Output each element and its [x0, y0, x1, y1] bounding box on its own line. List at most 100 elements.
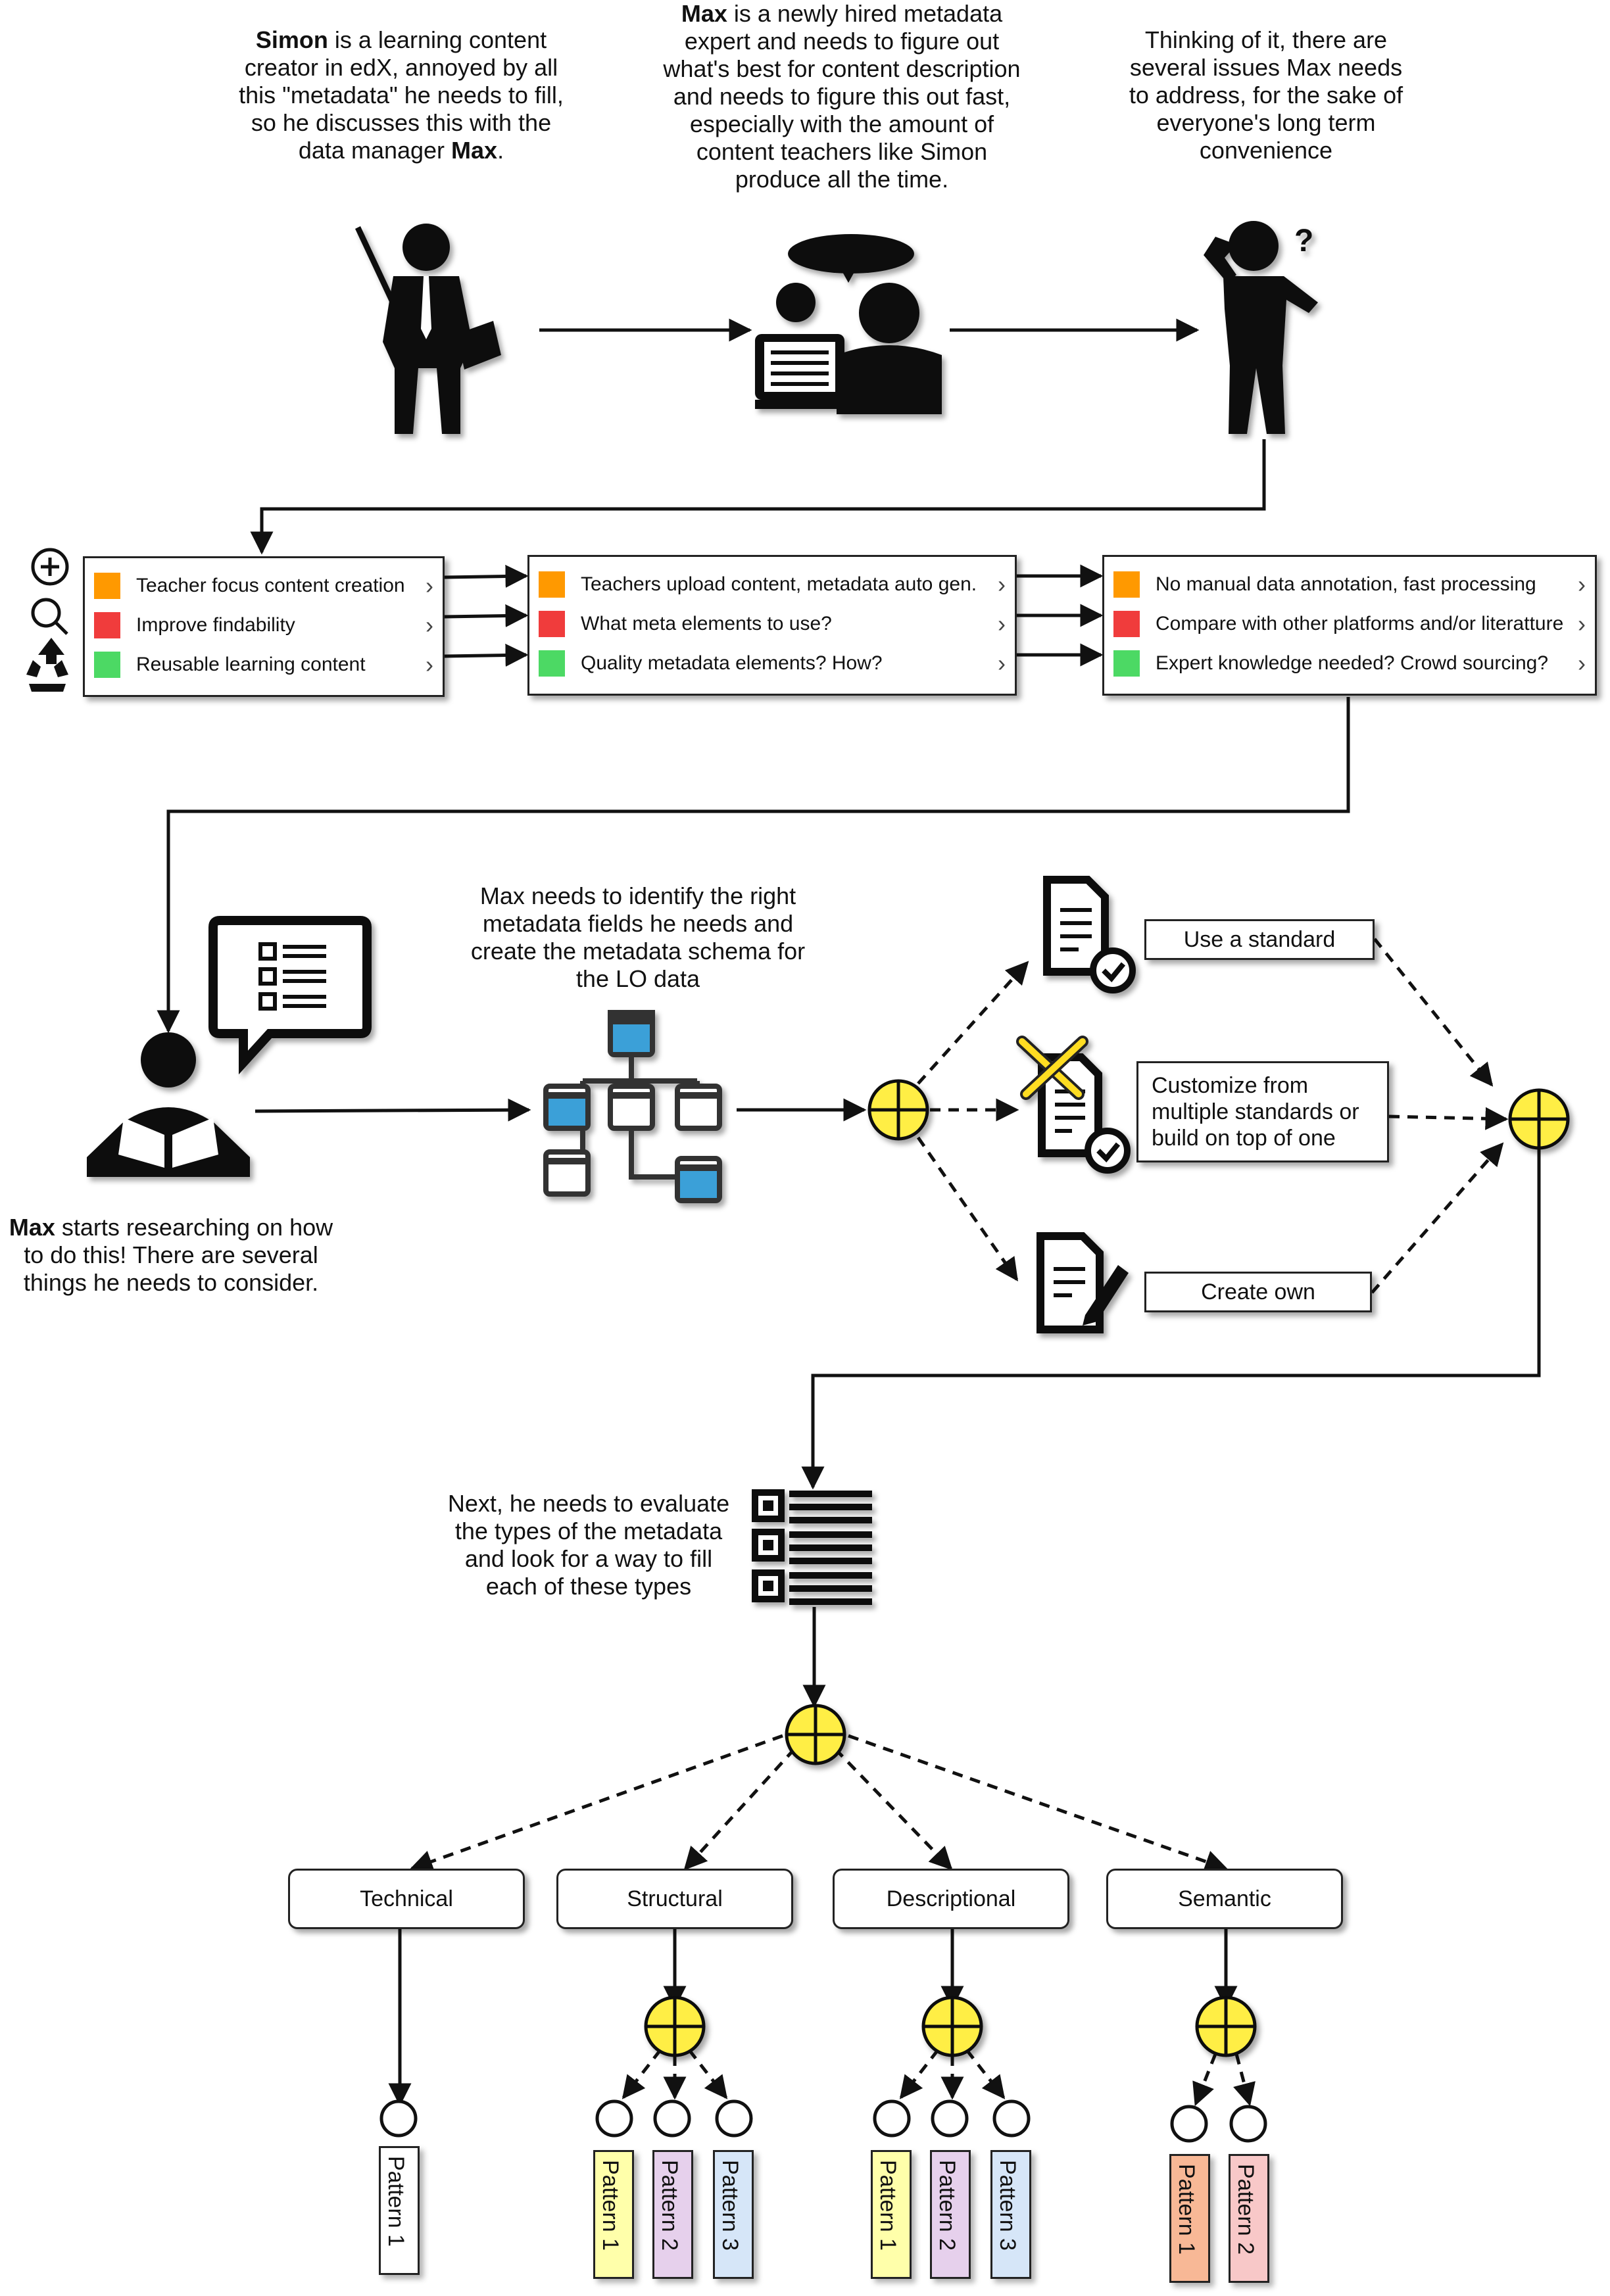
reader-icon: [87, 1032, 250, 1177]
gateway-split-schema: [867, 1079, 929, 1141]
endpoint-structural-1: [595, 2099, 633, 2138]
pattern-structural-3: Pattern 3: [713, 2150, 754, 2279]
arrow-structural-p3: [688, 2049, 728, 2099]
arrow-reader-to-schema: [255, 1098, 531, 1122]
option-customize: Customize from multiple standards or bui…: [1136, 1061, 1389, 1162]
chevron-right-icon[interactable]: ›: [1578, 650, 1586, 677]
chevron-right-icon[interactable]: ›: [998, 650, 1006, 677]
gateway-structural: [644, 1996, 706, 2057]
arrow-gateway-to-structural: [683, 1748, 796, 1871]
arrow-issues1-to-issues2-a: [444, 565, 529, 588]
story-schema: Max needs to identify the right metadata…: [470, 882, 806, 992]
story-simon: Simon is a learning content creator in e…: [239, 26, 564, 164]
issue-row[interactable]: What meta elements to use? ›: [529, 604, 1015, 644]
gateway-types: [785, 1704, 846, 1765]
pattern-descriptional-3: Pattern 3: [990, 2150, 1031, 2279]
story-evaluate: Next, he needs to evaluate the types of …: [447, 1490, 730, 1600]
arrow-own-to-join: [1371, 1142, 1504, 1294]
magnifier-icon: [31, 598, 68, 635]
issue-row[interactable]: Reusable learning content ›: [85, 645, 443, 684]
issue-row[interactable]: No manual data annotation, fast processi…: [1104, 565, 1595, 604]
issue-row[interactable]: Teacher focus content creation ›: [85, 566, 443, 606]
priority-marker: [94, 652, 120, 678]
arrow-issues1-to-issues2-c: [444, 644, 529, 667]
priority-marker: [94, 573, 120, 599]
pattern-structural-1: Pattern 1: [593, 2150, 634, 2279]
solid-connectors: [157, 318, 1541, 2107]
document-check-icon: [1043, 876, 1136, 993]
arrow-customize-to-join: [1388, 1107, 1509, 1130]
issue-row[interactable]: Teachers upload content, metadata auto g…: [529, 565, 1015, 604]
chevron-right-icon[interactable]: ›: [426, 651, 433, 678]
story-thinking: Thinking of it, there are several issues…: [1129, 26, 1403, 164]
chevron-right-icon[interactable]: ›: [998, 610, 1006, 637]
arrow-thinker-to-issues: [250, 439, 1266, 555]
endpoint-semantic-1: [1170, 2105, 1208, 2143]
pattern-technical-1: Pattern 1: [379, 2146, 420, 2275]
schema-icon: [543, 1010, 722, 1203]
priority-marker: [539, 571, 565, 598]
pattern-semantic-2: Pattern 2: [1229, 2154, 1269, 2283]
pattern-descriptional-2: Pattern 2: [930, 2150, 971, 2279]
meeting-icon: [755, 234, 942, 414]
checklist-speech-icon: [208, 916, 372, 1075]
goal-icons: [26, 548, 69, 692]
category-semantic: Semantic: [1106, 1869, 1343, 1929]
arrow-descriptional-p1: [899, 2049, 939, 2099]
priority-marker: [539, 611, 565, 637]
chevron-right-icon[interactable]: ›: [1578, 571, 1586, 598]
option-create-own: Create own: [1144, 1272, 1372, 1312]
chevron-right-icon[interactable]: ›: [1578, 610, 1586, 637]
priority-marker: [94, 612, 120, 638]
chevron-right-icon[interactable]: ›: [426, 572, 433, 599]
thinker-icon: ?: [1204, 221, 1318, 434]
svg-text:?: ?: [1294, 224, 1313, 258]
arrow-issues1-to-issues2-b: [444, 604, 529, 628]
gateway-join-schema: [1508, 1088, 1570, 1150]
arrow-gateway-to-standard: [917, 961, 1029, 1085]
issue-row[interactable]: Expert knowledge needed? Crowd sourcing?…: [1104, 644, 1595, 683]
pattern-structural-2: Pattern 2: [652, 2150, 693, 2279]
issue-row[interactable]: Improve findability ›: [85, 606, 443, 645]
category-structural: Structural: [556, 1869, 793, 1929]
endpoint-structural-2: [653, 2099, 691, 2138]
pattern-endpoints: [379, 2099, 1267, 2143]
arrow-gateway-to-descriptional: [834, 1748, 953, 1871]
dashed-connectors: [409, 938, 1509, 2107]
category-descriptional: Descriptional: [833, 1869, 1069, 1929]
priority-marker: [1113, 611, 1140, 637]
issues-panel-approach: Teachers upload content, metadata auto g…: [527, 555, 1017, 696]
arrow-standard-to-join: [1373, 938, 1494, 1087]
chevron-right-icon[interactable]: ›: [998, 571, 1006, 598]
chevron-right-icon[interactable]: ›: [426, 611, 433, 638]
teacher-icon: [355, 224, 501, 434]
option-use-standard: Use a standard: [1144, 919, 1375, 960]
priority-marker: [539, 650, 565, 677]
tools-document-icon: [1016, 1036, 1131, 1174]
category-technical: Technical: [288, 1869, 525, 1929]
arrow-semantic-p2: [1233, 2053, 1256, 2107]
endpoint-technical-1: [379, 2099, 418, 2138]
priority-marker: [1113, 571, 1140, 598]
issue-row[interactable]: Compare with other platforms and/or lite…: [1104, 604, 1595, 644]
pattern-descriptional-1: Pattern 1: [871, 2150, 912, 2279]
arrow-structural-p1: [622, 2049, 662, 2099]
issues-panel-goals: Teacher focus content creation › Improve…: [83, 556, 445, 697]
priority-marker: [1113, 650, 1140, 677]
arrow-gateway-to-semantic: [848, 1734, 1229, 1873]
checklist-icon: [752, 1489, 872, 1605]
issue-row[interactable]: Quality metadata elements? How? ›: [529, 644, 1015, 683]
recycle-icon: [26, 638, 68, 692]
arrow-gateway-to-technical: [409, 1734, 783, 1873]
endpoint-descriptional-2: [931, 2099, 969, 2138]
pattern-semantic-1: Pattern 1: [1169, 2154, 1210, 2283]
document-edit-icon: [1037, 1232, 1129, 1333]
gateway-semantic: [1195, 1996, 1257, 2057]
arrow-issues-to-reader: [157, 697, 1350, 1034]
issues-panel-requirements: No manual data annotation, fast processi…: [1102, 555, 1597, 696]
story-research: Max starts researching on how to do this…: [9, 1214, 333, 1296]
endpoint-structural-3: [715, 2099, 753, 2138]
story-max-hired: Max is a newly hired metadata expert and…: [663, 0, 1021, 193]
arrow-semantic-p1: [1192, 2053, 1217, 2107]
endpoint-descriptional-1: [873, 2099, 911, 2138]
